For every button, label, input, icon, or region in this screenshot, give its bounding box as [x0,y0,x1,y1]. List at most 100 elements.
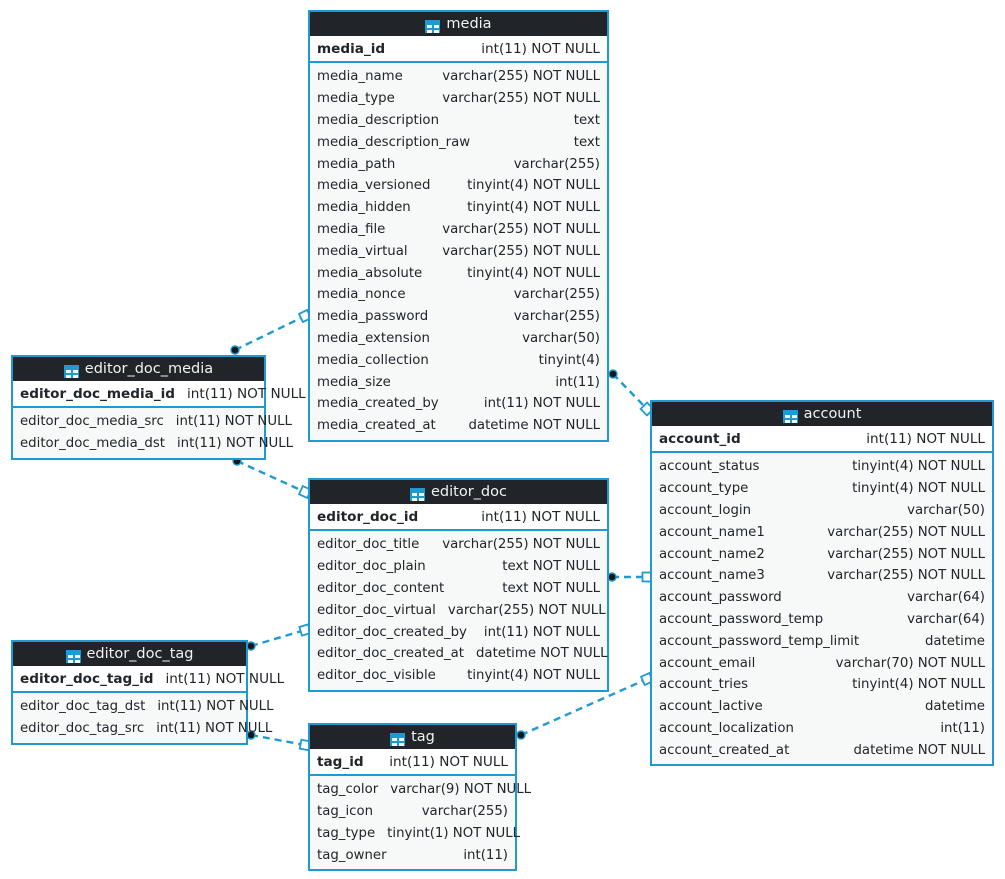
column-type: int(11) NOT NULL [157,699,274,715]
column-name: media_file [317,221,386,237]
column-name: media_password [317,309,429,325]
column-name: tag_type [317,825,376,841]
column-name: editor_doc_media_id [20,385,176,402]
column-type: tinyint(4) NOT NULL [467,200,600,216]
column-name: media_absolute [317,265,423,281]
column-name: media_virtual [317,243,408,259]
column-name: media_type [317,91,395,107]
column-name: editor_doc_media_src [20,414,164,430]
rel-editor_doc-account [607,571,653,583]
column-type: int(11) NOT NULL [176,436,294,452]
table-row[interactable]: media_hidden tinyint(4) NOT NULL [310,197,607,219]
column-type: varchar(255) NOT NULL [442,243,600,259]
table-icon [390,732,406,746]
table-icon [410,487,425,501]
table-header-editor_doc[interactable]: editor_doc [310,480,607,504]
table-header-editor_doc_media[interactable]: editor_doc_media [13,357,264,381]
column-name: media_hidden [317,200,411,216]
table-header-account[interactable]: account [652,402,992,426]
table-header-media[interactable]: media [310,12,607,36]
relationship-source-dot [246,641,256,651]
table-header-editor_doc_tag[interactable]: editor_doc_tag [13,642,246,666]
column-type: varchar(50) [907,502,985,518]
column-name: account_name1 [659,524,765,540]
table-header-tag[interactable]: tag [310,725,515,749]
column-name: editor_doc_plain [317,559,426,575]
column-type: datetime [924,633,985,649]
column-name: media_created_by [317,396,439,412]
column-type: varchar(64) [907,590,985,606]
column-name: media_collection [317,352,429,368]
column-type: tinyint(4) NOT NULL [467,265,600,281]
table-row[interactable]: media_absolute tinyint(4) NOT NULL [310,262,607,284]
column-type: varchar(255) [421,804,508,820]
table-row[interactable]: media_virtual varchar(255) NOT NULL [310,240,607,262]
column-name: media_created_at [317,418,436,434]
column-name: tag_color [317,782,379,798]
column-type: varchar(255) NOT NULL [442,537,600,553]
